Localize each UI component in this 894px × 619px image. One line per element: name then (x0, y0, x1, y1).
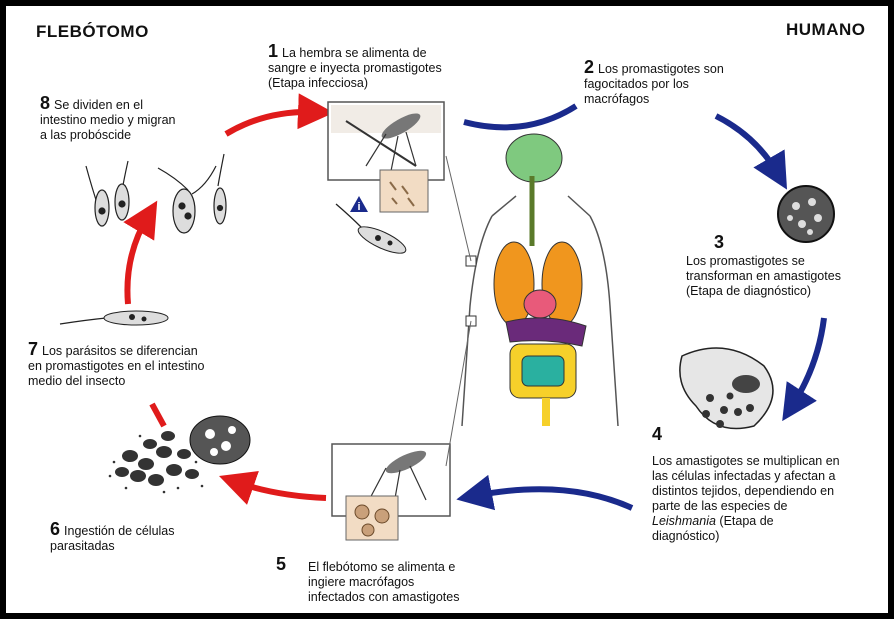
step-text-line: (Etapa infecciosa) (268, 76, 508, 91)
sandfly-feeding-illustration (328, 102, 444, 212)
arrow-3-to-4 (792, 318, 824, 406)
step-text-line: parte de las especies de (652, 499, 884, 514)
infected-cell-illustration (680, 348, 773, 429)
step-text-line: Se dividen en el (54, 98, 143, 112)
step-2: 2 Los promastigotes son fagocitados por l… (584, 60, 804, 107)
step-8: 8 Se dividen en el intestino medio y migr… (40, 96, 240, 143)
step-text-line: macrófagos (584, 92, 804, 107)
step-text-line: ingiere macrófagos (308, 575, 518, 590)
step-5-number: 5 (276, 554, 286, 575)
step-text-line: (Etapa de diagnóstico) (686, 284, 886, 299)
step-number: 2 (584, 57, 594, 77)
step-text-line: sangre e inyecta promastigotes (268, 61, 508, 76)
step-text-line: Los amastigotes se multiplican en (652, 454, 884, 469)
step-4: Los amastigotes se multiplican en las cé… (652, 454, 884, 544)
step-5: El flebótomo se alimenta e ingiere macró… (308, 560, 518, 605)
step-text-line: Ingestión de células (64, 524, 175, 538)
step-number: 1 (268, 41, 278, 61)
step-text-italic: Leishmania (652, 514, 716, 528)
step-text-line: Los promastigotes son (598, 62, 724, 76)
step-3: Los promastigotes se transforman en amas… (686, 254, 886, 299)
step-text-line: a las probóscide (40, 128, 240, 143)
step-text-line: en promastigotes en el intestino (28, 359, 278, 374)
step-number: 6 (50, 519, 60, 539)
step-text-line: parasitadas (50, 539, 230, 554)
step-text-line: Los parásitos se diferencian (42, 344, 198, 358)
step-text-line: (Etapa de (716, 514, 774, 528)
arrow-4-to-5 (474, 489, 632, 508)
step-1: 1 La hembra se alimenta de sangre e inyec… (268, 44, 508, 91)
step-text-line: La hembra se alimenta de (282, 46, 427, 60)
step-6: 6 Ingestión de células parasitadas (50, 522, 230, 554)
sandfly-ingesting-illustration (332, 444, 450, 540)
macrophage-illustration (778, 186, 834, 242)
step-3-number: 3 (714, 232, 724, 253)
arrow-1-to-2 (464, 106, 576, 127)
step-text-line: El flebótomo se alimenta e (308, 560, 518, 575)
step-number: 8 (40, 93, 50, 113)
arrow-6-to-7 (152, 404, 164, 426)
arrow-7-to-8 (127, 216, 148, 304)
step-text-line: las células infectadas y afectan a (652, 469, 884, 484)
arrow-5-to-6 (236, 482, 326, 498)
human-figure-illustration (446, 134, 618, 466)
elongated-promastigote-illustration (60, 311, 168, 325)
step-text-line: transforman en amastigotes (686, 269, 886, 284)
warning-triangle-symbol: i (357, 201, 360, 213)
ingested-cells-illustration (109, 416, 250, 493)
step-text-line: fagocitados por los (584, 77, 804, 92)
step-text-line: infectados con amastigotes (308, 590, 518, 605)
step-text-line: intestino medio y migran (40, 113, 240, 128)
step-text-line: Los promastigotes se (686, 254, 886, 269)
humano-header: HUMANO (786, 20, 866, 40)
step-7: 7 Los parásitos se diferencian en promast… (28, 342, 278, 389)
arrow-2-to-3 (716, 116, 778, 174)
step-text-line: diagnóstico) (652, 529, 884, 544)
flebotomo-header: FLEBÓTOMO (36, 22, 149, 42)
step-4-number: 4 (652, 424, 662, 445)
dividing-promastigotes-illustration (86, 154, 226, 233)
step-text-line: distintos tejidos, dependiendo en (652, 484, 884, 499)
step-number: 7 (28, 339, 38, 359)
step-text-line: medio del insecto (28, 374, 278, 389)
